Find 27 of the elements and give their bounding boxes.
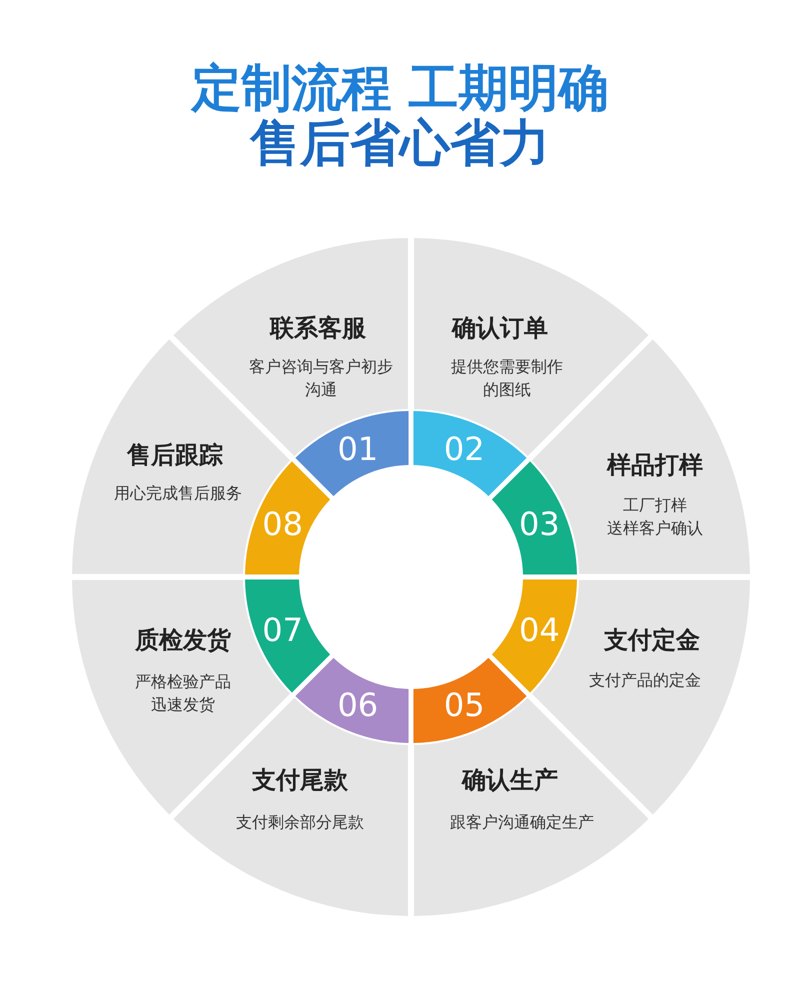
step-title: 样品打样 — [607, 450, 703, 481]
step-number: 03 — [519, 504, 560, 543]
step-number: 06 — [337, 686, 378, 724]
step-title: 支付定金 — [604, 625, 700, 656]
step-number: 04 — [519, 611, 560, 650]
step-title: 确认生产 — [462, 765, 558, 796]
step-number: 01 — [337, 430, 378, 468]
step-title: 联系客服 — [270, 313, 366, 344]
step-title: 确认订单 — [452, 313, 548, 344]
step-description: 送样客户确认 — [607, 518, 703, 540]
step-description: 客户咨询与客户初步沟通 — [248, 356, 394, 401]
title: 定制流程 工期明确 — [191, 60, 609, 116]
step-description: 跟客户沟通确定生产 — [450, 812, 594, 834]
step-number: 08 — [262, 504, 303, 543]
step-description: 支付产品的定金 — [589, 670, 701, 692]
step-description: 用心完成售后服务 — [114, 482, 242, 504]
step-title: 质检发货 — [135, 625, 231, 656]
step-number: 07 — [262, 611, 303, 650]
step-description: 工厂打样 — [623, 494, 687, 516]
step-title: 支付尾款 — [252, 765, 348, 796]
step-description: 支付剩余部分尾款 — [236, 812, 364, 834]
step-number: 02 — [444, 430, 485, 468]
step-description: 提供您需要制作的图纸 — [450, 356, 564, 401]
step-number: 05 — [444, 686, 485, 724]
subtitle: 售后省心省力 — [250, 115, 550, 171]
step-title: 售后跟踪 — [127, 440, 223, 471]
step-description: 严格检验产品迅速发货 — [134, 671, 232, 716]
